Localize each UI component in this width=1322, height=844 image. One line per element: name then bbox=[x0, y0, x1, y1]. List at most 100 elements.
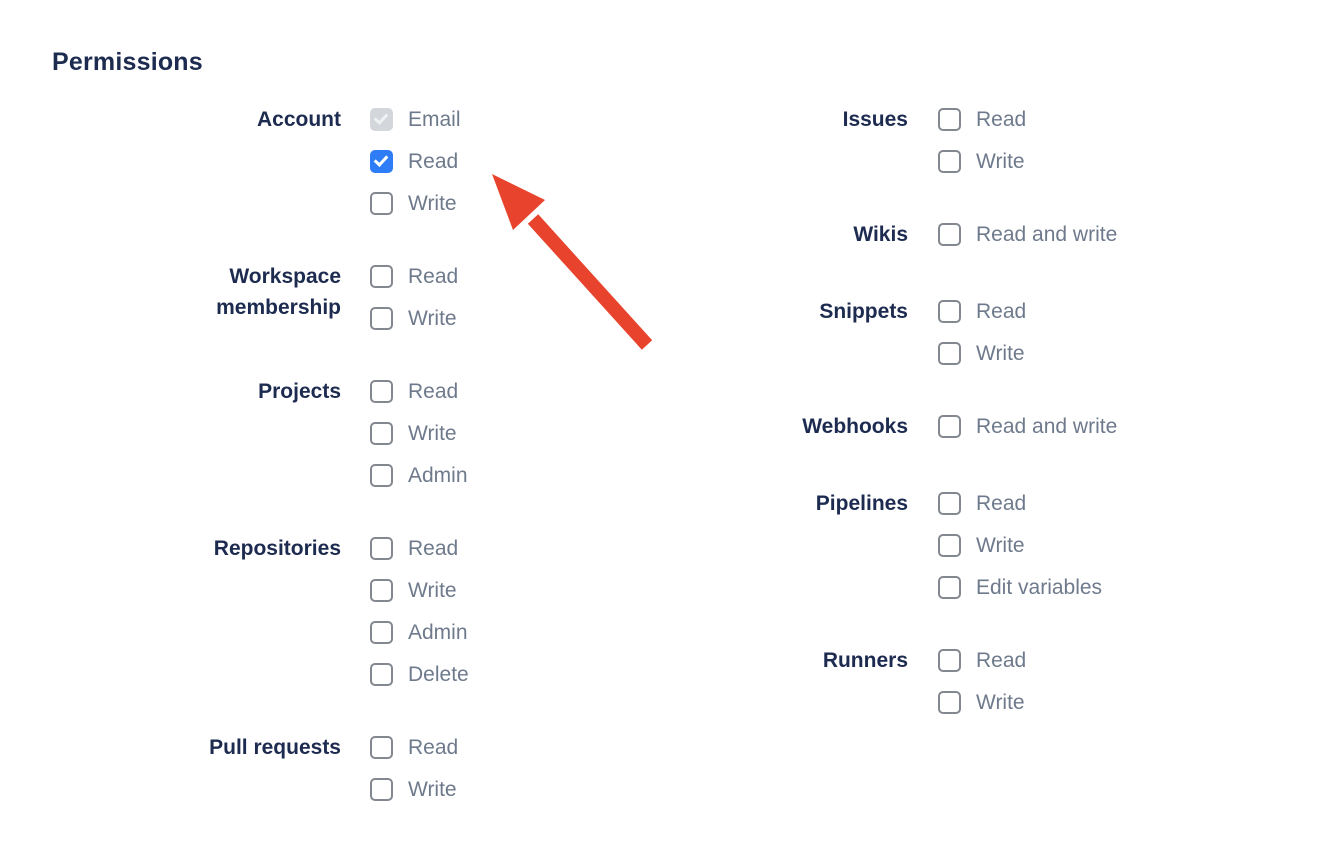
permission-options: Email Read Write bbox=[370, 108, 461, 215]
permission-option-label: Read bbox=[408, 265, 459, 288]
permission-group-label: Wikis bbox=[853, 223, 908, 246]
permission-option-projects-admin[interactable]: Admin bbox=[370, 464, 468, 487]
permission-option-label: Write bbox=[408, 307, 457, 330]
permission-option-pull-requests-read[interactable]: Read bbox=[370, 736, 458, 759]
permission-option-pipelines-write[interactable]: Write bbox=[938, 534, 1102, 557]
permission-option-runners-read[interactable]: Read bbox=[938, 649, 1026, 672]
checkbox-issues-read[interactable] bbox=[938, 108, 961, 131]
permission-option-label: Write bbox=[408, 579, 457, 602]
permission-option-label: Write bbox=[976, 150, 1025, 173]
permission-option-pipelines-edit-variables[interactable]: Edit variables bbox=[938, 576, 1102, 599]
permission-option-label: Admin bbox=[408, 464, 468, 487]
permission-option-label: Read bbox=[976, 492, 1027, 515]
permission-option-repositories-admin[interactable]: Admin bbox=[370, 621, 469, 644]
permission-option-webhooks-read-and-write[interactable]: Read and write bbox=[938, 415, 1117, 438]
permission-option-account-email: Email bbox=[370, 108, 461, 131]
permission-group-wikis: Wikis Read and write bbox=[760, 223, 1117, 250]
checkbox-pull-requests-write[interactable] bbox=[370, 778, 393, 801]
checkbox-pipelines-write[interactable] bbox=[938, 534, 961, 557]
permission-option-label: Read bbox=[976, 108, 1027, 131]
checkmark-icon bbox=[373, 152, 389, 167]
permission-option-label: Edit variables bbox=[976, 576, 1103, 599]
permissions-column-right: Issues Read Write Wikis Read and write S… bbox=[760, 108, 1117, 714]
permission-option-projects-read[interactable]: Read bbox=[370, 380, 468, 403]
permission-option-repositories-write[interactable]: Write bbox=[370, 579, 469, 602]
checkbox-pull-requests-read[interactable] bbox=[370, 736, 393, 759]
checkbox-projects-read[interactable] bbox=[370, 380, 393, 403]
checkmark-icon bbox=[373, 110, 389, 125]
permission-group-workspace-membership: Workspace membership Read Write bbox=[166, 265, 469, 330]
checkbox-workspace-membership-write[interactable] bbox=[370, 307, 393, 330]
checkbox-runners-write[interactable] bbox=[938, 691, 961, 714]
permission-option-repositories-delete[interactable]: Delete bbox=[370, 663, 469, 686]
annotation-arrow-shaft bbox=[527, 214, 653, 350]
permission-option-label: Write bbox=[408, 422, 457, 445]
permission-option-label: Write bbox=[408, 778, 457, 801]
permission-option-account-read[interactable]: Read bbox=[370, 150, 461, 173]
checkbox-workspace-membership-read[interactable] bbox=[370, 265, 393, 288]
checkbox-snippets-read[interactable] bbox=[938, 300, 961, 323]
checkbox-pipelines-read[interactable] bbox=[938, 492, 961, 515]
permission-option-label: Write bbox=[976, 534, 1025, 557]
permission-option-pull-requests-write[interactable]: Write bbox=[370, 778, 458, 801]
permission-option-wikis-read-and-write[interactable]: Read and write bbox=[938, 223, 1117, 246]
permissions-column-left: Account Email Read Write Workspace membe… bbox=[166, 108, 469, 801]
checkbox-issues-write[interactable] bbox=[938, 150, 961, 173]
permission-group-label: Projects bbox=[258, 380, 341, 403]
permission-group-webhooks: Webhooks Read and write bbox=[760, 415, 1117, 442]
permission-group-pipelines: Pipelines Read Write Edit variables bbox=[760, 492, 1117, 599]
permission-group-runners: Runners Read Write bbox=[760, 649, 1117, 714]
permission-group-label: Workspace membership bbox=[216, 265, 341, 319]
permission-option-label: Write bbox=[976, 342, 1025, 365]
checkbox-snippets-write[interactable] bbox=[938, 342, 961, 365]
permission-option-issues-read[interactable]: Read bbox=[938, 108, 1026, 131]
checkbox-account-read[interactable] bbox=[370, 150, 393, 173]
permission-option-repositories-read[interactable]: Read bbox=[370, 537, 469, 560]
permission-group-snippets: Snippets Read Write bbox=[760, 300, 1117, 365]
permission-option-label: Read bbox=[408, 736, 459, 759]
permission-option-issues-write[interactable]: Write bbox=[938, 150, 1026, 173]
permission-option-workspace-membership-read[interactable]: Read bbox=[370, 265, 458, 288]
permission-option-snippets-read[interactable]: Read bbox=[938, 300, 1026, 323]
permission-group-label: Pipelines bbox=[815, 492, 908, 515]
checkbox-account-write[interactable] bbox=[370, 192, 393, 215]
permission-option-label: Read bbox=[408, 537, 459, 560]
permission-group-account: Account Email Read Write bbox=[166, 108, 469, 215]
permission-option-label: Read bbox=[976, 649, 1027, 672]
permission-group-label: Webhooks bbox=[802, 415, 908, 438]
permission-group-label: Pull requests bbox=[209, 736, 341, 759]
permission-option-workspace-membership-write[interactable]: Write bbox=[370, 307, 458, 330]
permission-option-label: Email bbox=[408, 108, 461, 131]
permission-options: Read Write bbox=[370, 265, 458, 330]
checkbox-projects-admin[interactable] bbox=[370, 464, 393, 487]
permission-options: Read Write bbox=[370, 736, 458, 801]
permission-group-pull-requests: Pull requests Read Write bbox=[166, 736, 469, 801]
permission-options: Read Write bbox=[938, 108, 1026, 173]
permission-option-account-write[interactable]: Write bbox=[370, 192, 461, 215]
permission-option-projects-write[interactable]: Write bbox=[370, 422, 468, 445]
permission-group-label: Runners bbox=[822, 649, 908, 672]
checkbox-repositories-delete[interactable] bbox=[370, 663, 393, 686]
checkbox-repositories-write[interactable] bbox=[370, 579, 393, 602]
checkbox-webhooks-read-and-write[interactable] bbox=[938, 415, 961, 438]
checkbox-repositories-read[interactable] bbox=[370, 537, 393, 560]
checkbox-projects-write[interactable] bbox=[370, 422, 393, 445]
permission-group-issues: Issues Read Write bbox=[760, 108, 1117, 173]
permission-option-runners-write[interactable]: Write bbox=[938, 691, 1026, 714]
permission-options: Read Write Admin Delete bbox=[370, 537, 469, 686]
permission-option-label: Write bbox=[976, 691, 1025, 714]
checkbox-repositories-admin[interactable] bbox=[370, 621, 393, 644]
permission-option-label: Delete bbox=[408, 663, 469, 686]
checkbox-runners-read[interactable] bbox=[938, 649, 961, 672]
permission-group-label: Issues bbox=[842, 108, 908, 131]
annotation-arrow-head bbox=[492, 174, 545, 230]
permission-option-snippets-write[interactable]: Write bbox=[938, 342, 1026, 365]
permission-group-label: Repositories bbox=[213, 537, 341, 560]
permission-options: Read Write bbox=[938, 649, 1026, 714]
checkbox-wikis-read-and-write[interactable] bbox=[938, 223, 961, 246]
permission-option-pipelines-read[interactable]: Read bbox=[938, 492, 1102, 515]
permission-options: Read Write Admin bbox=[370, 380, 468, 487]
permission-option-label: Read bbox=[976, 300, 1027, 323]
checkbox-pipelines-edit-variables[interactable] bbox=[938, 576, 961, 599]
permission-group-repositories: Repositories Read Write Admin Delete bbox=[166, 537, 469, 686]
